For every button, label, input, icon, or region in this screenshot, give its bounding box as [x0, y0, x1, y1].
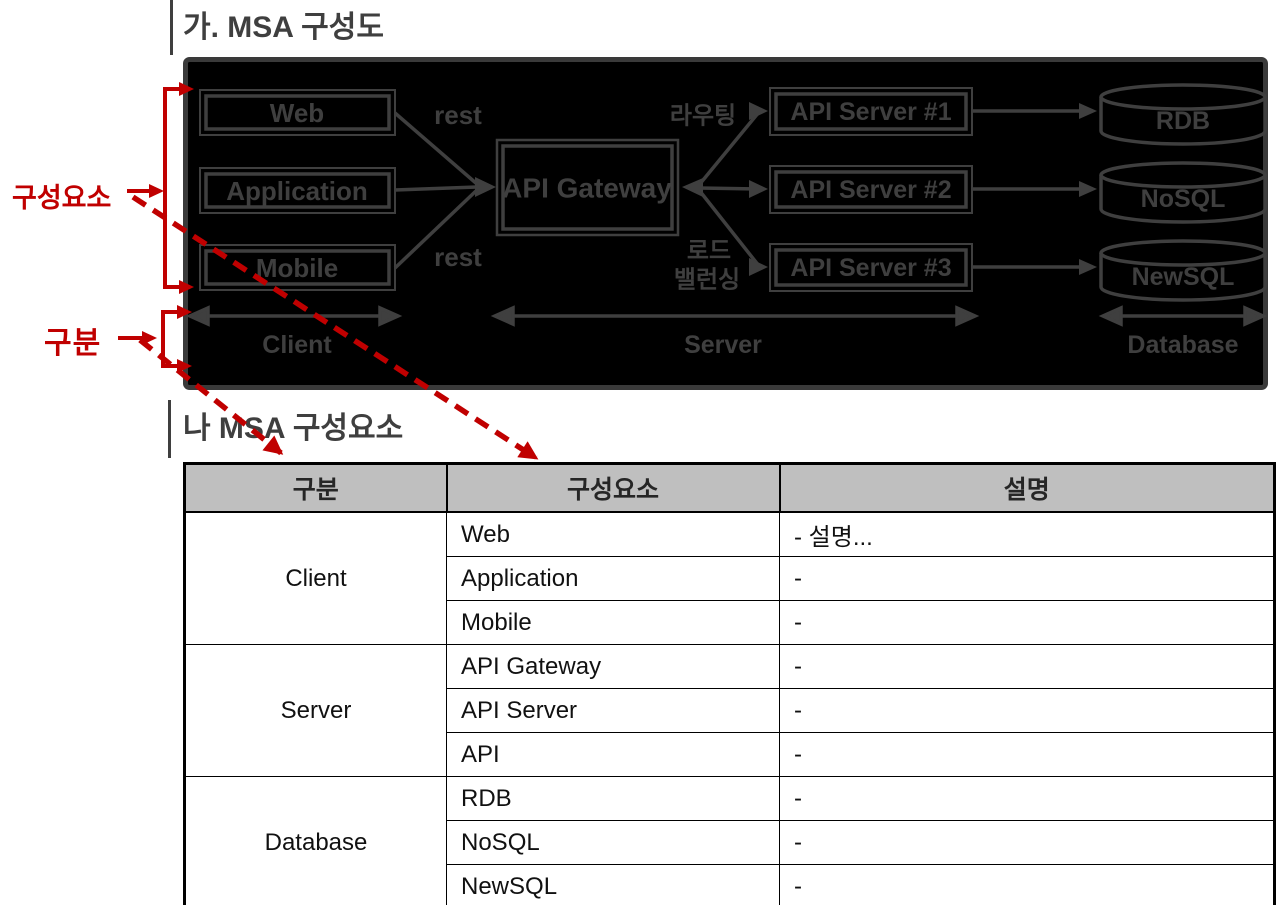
description-cell: -: [779, 688, 1275, 733]
server3-arrowhead: [749, 258, 768, 276]
server2-arrowhead: [749, 180, 768, 198]
database-cylinders: [1099, 83, 1267, 302]
table-row: Database RDB -: [184, 776, 1275, 905]
component-cell: API Gateway: [446, 644, 780, 689]
description-cell: -: [779, 820, 1275, 865]
msa-diagram-panel: Web Application Mobile API Gateway API S…: [183, 57, 1268, 390]
col-header-category: 구분: [183, 462, 448, 513]
db-rdb-label: RDB: [1156, 107, 1210, 135]
client-box-application: Application: [226, 176, 368, 206]
table-row: API -: [185, 732, 1275, 777]
group-cell-database: Database: [184, 776, 447, 905]
component-cell: NewSQL: [446, 864, 780, 905]
db3-arrowhead: [1079, 259, 1097, 275]
api-gateway-box: [495, 138, 680, 237]
msa-diagram: Web Application Mobile API Gateway API S…: [183, 57, 1268, 390]
zone-label-client: Client: [262, 331, 332, 359]
category-bracket: [161, 310, 182, 368]
component-cell: API Server: [446, 688, 780, 733]
components-bracket: [163, 87, 184, 289]
description-cell: -: [779, 864, 1275, 905]
title1-left-border: [170, 0, 173, 55]
table-row: Server API Gateway -: [184, 644, 1275, 777]
col-header-description: 설명: [778, 462, 1276, 513]
table-row: Application -: [185, 556, 1275, 601]
group-cell-server: Server: [184, 644, 447, 777]
col-header-component: 구성요소: [445, 462, 781, 513]
routing-label: 라우팅: [670, 103, 736, 130]
client-box-mobile: Mobile: [256, 253, 338, 283]
table-header-row: 구분 구성요소 설명: [183, 462, 1276, 513]
server1-arrowhead: [749, 102, 768, 120]
component-cell: Web: [446, 511, 780, 557]
description-cell: -: [779, 556, 1275, 601]
api-gateway-label: API Gateway: [502, 173, 672, 204]
components-pointer-arrowhead: [149, 184, 164, 198]
api-server-1-label: API Server #1: [790, 98, 951, 126]
group-cell-client: Client: [184, 511, 447, 645]
component-cell: NoSQL: [446, 820, 780, 865]
description-cell: -: [779, 776, 1275, 821]
title2-left-border: [168, 400, 171, 458]
server-to-db-lines: [972, 109, 1082, 269]
component-cell: Application: [446, 556, 780, 601]
db2-arrowhead: [1079, 181, 1097, 197]
rest-label-top: rest: [434, 100, 482, 130]
load-balancing-label-line2: 밸런싱: [674, 267, 740, 294]
api-server-2-label: API Server #2: [790, 176, 951, 204]
client-box-web: Web: [270, 98, 324, 128]
gateway-out-arrowhead: [682, 178, 703, 197]
description-cell: - 설명...: [779, 511, 1275, 557]
diagram-section-title: 가. MSA 구성도: [183, 11, 384, 44]
table-row: API Server -: [185, 688, 1275, 733]
description-cell: -: [779, 600, 1275, 645]
table-row: NewSQL -: [185, 864, 1275, 905]
zone-label-database: Database: [1127, 331, 1238, 359]
table-row: Client Web - 설명...: [184, 511, 1275, 645]
component-cell: RDB: [446, 776, 780, 821]
rest-label-bottom: rest: [434, 242, 482, 272]
components-table: 구분 구성요소 설명 Client Web - 설명... Applicatio…: [183, 462, 1276, 905]
db-newsql-label: NewSQL: [1132, 263, 1235, 291]
load-balancing-label-line1: 로드: [687, 238, 731, 265]
api-server-boxes: [769, 87, 973, 292]
category-annotation-label: 구분: [44, 327, 102, 360]
component-cell: Mobile: [446, 600, 780, 645]
zone-label-server: Server: [684, 331, 762, 359]
db1-arrowhead: [1079, 103, 1097, 119]
category-pointer-arrowhead: [142, 331, 157, 345]
component-cell: API: [446, 732, 780, 777]
table-section-title: 나 MSA 구성요소: [183, 412, 404, 445]
components-annotation-label: 구성요소: [12, 183, 112, 213]
gateway-in-arrowhead: [475, 177, 496, 197]
db-nosql-label: NoSQL: [1141, 185, 1226, 213]
api-server-3-label: API Server #3: [790, 254, 951, 282]
description-cell: -: [779, 732, 1275, 777]
description-cell: -: [779, 644, 1275, 689]
